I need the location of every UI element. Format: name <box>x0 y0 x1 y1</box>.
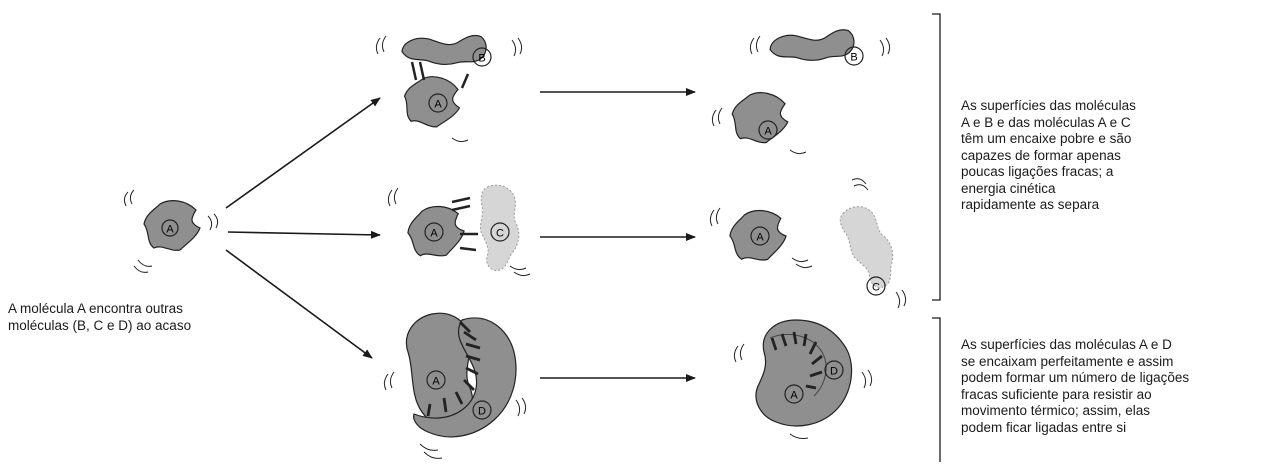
complex-ad-bound: A D <box>734 320 871 439</box>
molecule-a-free: A <box>124 190 217 272</box>
caption-good-fit: As superfícies das moléculas A e D se en… <box>961 337 1261 436</box>
complex-ac: A C <box>388 184 530 276</box>
bracket-bottom <box>932 318 940 462</box>
complex-ab: B A <box>376 33 521 142</box>
molecule-b-separated: B <box>750 26 889 66</box>
label-a: A <box>764 126 772 138</box>
molecule-a-separated: A <box>712 91 806 154</box>
label-a: A <box>756 232 764 244</box>
bracket-top <box>932 14 940 300</box>
label-a: A <box>166 224 174 236</box>
molecule-a-separated-2: A <box>710 208 812 268</box>
brackets <box>932 14 940 462</box>
label-c: C <box>872 282 880 294</box>
caption-encounter: A molécula A encontra outras moléculas (… <box>8 301 268 334</box>
label-a: A <box>790 390 798 402</box>
arrow-to-b <box>226 98 380 208</box>
label-a: A <box>434 99 442 111</box>
label-b: B <box>850 52 857 64</box>
arrow-to-c <box>228 232 380 235</box>
complex-ad: A D <box>384 313 525 458</box>
label-b: B <box>478 53 485 65</box>
label-d: D <box>478 406 486 418</box>
caption-poor-fit: As superfícies das moléculas A e B e das… <box>961 98 1231 214</box>
label-a: A <box>430 228 438 240</box>
label-c: C <box>496 228 504 240</box>
label-d: D <box>830 366 838 378</box>
molecule-c-separated: C <box>837 179 906 308</box>
label-a: A <box>432 376 440 388</box>
